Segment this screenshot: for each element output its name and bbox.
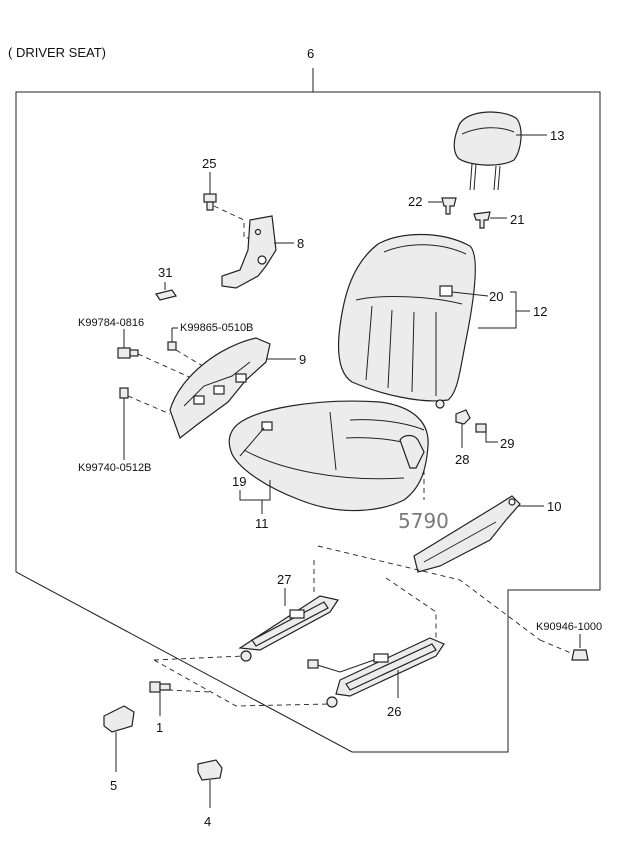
callout-13: 13 xyxy=(550,128,564,143)
seat-cushion xyxy=(228,400,429,512)
bracket-11 xyxy=(239,480,271,501)
part-number-k99865: K99865-0510B xyxy=(180,322,253,334)
callout-29: 29 xyxy=(500,436,514,451)
callout-5: 5 xyxy=(110,778,117,793)
nut-28 xyxy=(455,409,471,425)
callout-31: 31 xyxy=(158,265,172,280)
callout-12: 12 xyxy=(533,304,547,319)
callout-6: 6 xyxy=(307,46,314,61)
callout-26: 26 xyxy=(387,704,401,719)
callout-21: 21 xyxy=(510,212,524,227)
leader-29 xyxy=(485,428,498,443)
leader-20 xyxy=(451,291,489,297)
clip-21 xyxy=(473,211,491,229)
clip-22 xyxy=(441,197,457,215)
callout-1: 1 xyxy=(156,720,163,735)
bracket-12 xyxy=(478,291,517,329)
callout-11: 11 xyxy=(255,516,269,531)
bolt-29 xyxy=(475,423,487,433)
part-number-k99784: K99784-0816 xyxy=(78,317,144,329)
part-number-k99740: K99740-0512B xyxy=(78,462,151,474)
recliner-bracket xyxy=(221,215,277,289)
callout-22: 22 xyxy=(408,194,422,209)
headrest xyxy=(453,111,522,191)
seat-track-outer xyxy=(307,637,445,708)
assembly-boundary xyxy=(15,91,601,753)
seatback xyxy=(337,233,476,409)
callout-27: 27 xyxy=(277,572,291,587)
leader-19 xyxy=(239,427,265,457)
bolt-k99784 xyxy=(117,347,139,359)
diagram-title: ( DRIVER SEAT) xyxy=(8,45,106,60)
screw-k99740 xyxy=(119,387,129,399)
screw-k99865 xyxy=(167,341,177,351)
callout-4: 4 xyxy=(204,814,211,829)
seat-track-inner xyxy=(238,595,339,662)
side-shield xyxy=(413,495,521,573)
callout-20: 20 xyxy=(489,289,503,304)
callout-10: 10 xyxy=(547,499,561,514)
side-trim-cover xyxy=(169,337,271,439)
callout-19: 19 xyxy=(232,474,246,489)
clip-31 xyxy=(155,289,177,301)
callout-25: 25 xyxy=(202,156,216,171)
cover-5 xyxy=(103,705,135,733)
bolt-1 xyxy=(149,681,171,693)
callout-28: 28 xyxy=(455,452,469,467)
nut-k90946 xyxy=(571,649,589,661)
bolt-25 xyxy=(203,193,217,211)
part-number-k90946: K90946-1000 xyxy=(536,621,602,633)
watermark: 5790 xyxy=(398,509,449,533)
callout-8: 8 xyxy=(297,236,304,251)
cap-4 xyxy=(197,759,223,781)
callout-9: 9 xyxy=(299,352,306,367)
